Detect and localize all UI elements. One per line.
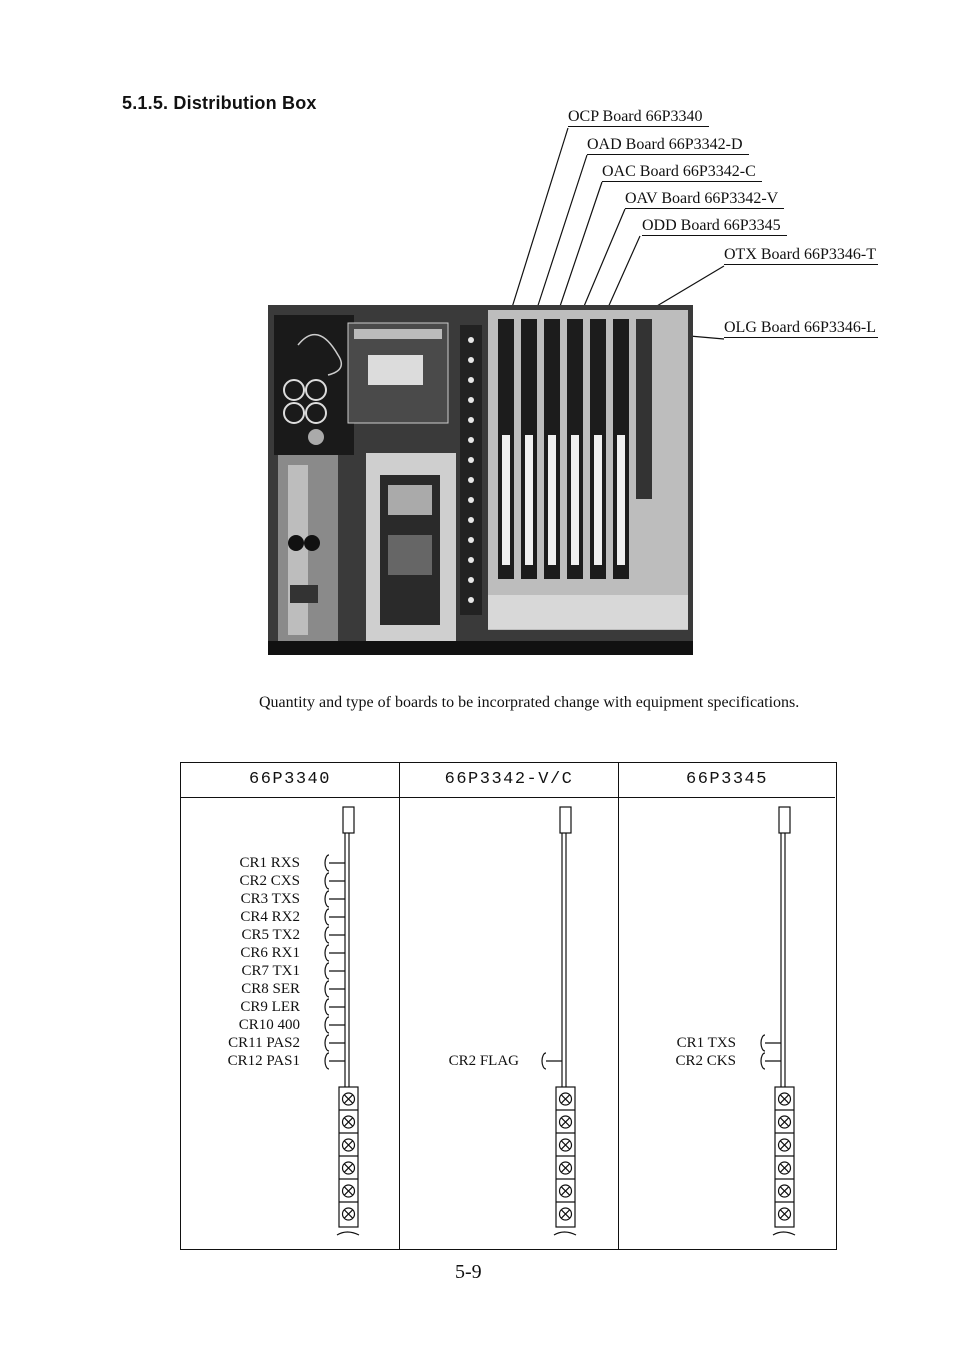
led-label: CR12 PAS1 — [227, 1053, 300, 1069]
led-label: CR7 TX1 — [241, 963, 300, 979]
led-label: CR11 PAS2 — [228, 1035, 300, 1051]
callout-odd: ODD Board 66P3345 — [642, 217, 787, 236]
distribution-box-photo — [268, 305, 693, 655]
callout-ocp-text: OCP Board 66P3340 — [568, 108, 703, 125]
led-label: CR2 CXS — [239, 873, 300, 889]
board-diagram-66p3342-vc — [541, 806, 577, 1236]
callout-oav: OAV Board 66P3342-V — [625, 190, 785, 209]
distribution-box-illustration — [268, 305, 693, 655]
column-66p3340: 66P3340 — [181, 763, 400, 1249]
led-label: CR2 FLAG — [448, 1053, 519, 1069]
callout-oac-text: OAC Board 66P3342-C — [602, 163, 756, 180]
callout-oad: OAD Board 66P3342-D — [587, 136, 749, 155]
callout-otx-text: OTX Board 66P3346-T — [724, 246, 876, 263]
callout-odd-text: ODD Board 66P3345 — [642, 217, 781, 234]
section-heading: 5.1.5. Distribution Box — [122, 93, 317, 113]
led-label: CR5 TX2 — [241, 927, 300, 943]
board-note: Quantity and type of boards to be incorp… — [259, 694, 800, 711]
callout-olg: OLG Board 66P3346-L — [724, 319, 878, 338]
led-markers — [324, 854, 345, 1070]
led-label: CR1 RXS — [239, 855, 300, 871]
column-66p3342-vc: 66P3342-V/C — [400, 763, 619, 1249]
callout-olg-text: OLG Board 66P3346-L — [724, 319, 876, 336]
column-header: 66P3345 — [619, 763, 835, 798]
terminal-dots — [468, 337, 474, 603]
callout-oac: OAC Board 66P3342-C — [602, 163, 762, 182]
led-label: CR4 RX2 — [240, 909, 300, 925]
led-label: CR9 LER — [240, 999, 300, 1015]
callout-oad-text: OAD Board 66P3342-D — [587, 136, 743, 153]
board-diagram-66p3345 — [760, 806, 796, 1236]
column-header: 66P3340 — [181, 763, 399, 798]
callout-ocp: OCP Board 66P3340 — [568, 108, 709, 127]
led-label: CR2 CKS — [675, 1053, 736, 1069]
page-number: 5-9 — [455, 1261, 482, 1283]
board-diagram-66p3340 — [324, 806, 360, 1236]
column-header: 66P3342-V/C — [400, 763, 618, 798]
led-label: CR10 400 — [238, 1017, 300, 1033]
led-label: CR6 RX1 — [240, 945, 300, 961]
led-label: CR3 TXS — [240, 891, 300, 907]
led-table: 66P3340 — [180, 762, 837, 1250]
callout-otx: OTX Board 66P3346-T — [724, 246, 878, 265]
led-label: CR1 TXS — [676, 1035, 736, 1051]
connector-pins — [339, 1092, 358, 1221]
led-label: CR8 SER — [241, 981, 300, 997]
column-66p3345: 66P3345 — [619, 763, 835, 1249]
callout-oav-text: OAV Board 66P3342-V — [625, 190, 779, 207]
